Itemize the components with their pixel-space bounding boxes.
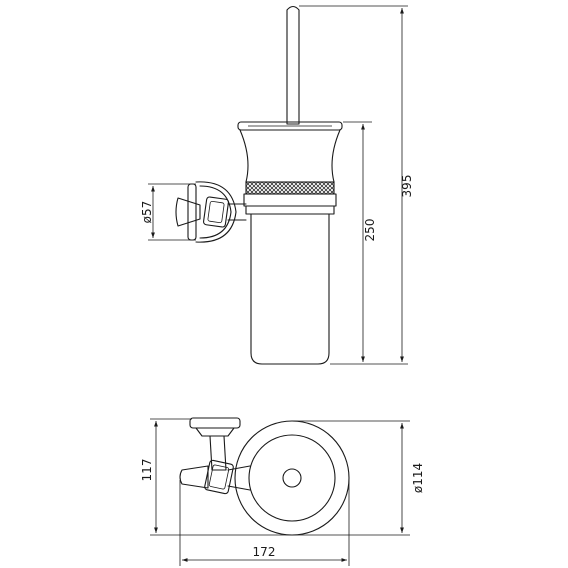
glass-cup [250, 213, 330, 365]
dimension-cup-diameter: ø114 [292, 420, 425, 536]
holder-cap [237, 121, 343, 183]
knurled-band [245, 181, 335, 195]
top-view [179, 417, 350, 536]
dimension-rosette-diameter: ø57 [140, 183, 196, 241]
dimension-label-250: 250 [363, 219, 377, 242]
cup-top-view [234, 420, 350, 536]
dimension-label-d57: ø57 [140, 201, 154, 224]
dimension-total-depth: 172 [179, 480, 350, 566]
wall-bracket [175, 181, 247, 243]
dimension-label-117: 117 [140, 459, 154, 482]
dimension-label-d114: ø114 [411, 463, 425, 493]
wall-plate [189, 417, 241, 471]
dimension-total-height: 395 [299, 5, 414, 365]
dimension-label-395: 395 [400, 175, 414, 198]
front-view [175, 5, 343, 365]
dimension-holder-height: 250 [343, 121, 377, 362]
brush-handle [286, 5, 300, 125]
dimension-cup-height: 117 [140, 418, 292, 536]
collar-ring [243, 193, 337, 215]
bracket-arm [179, 459, 251, 495]
dimension-label-172: 172 [253, 545, 276, 559]
